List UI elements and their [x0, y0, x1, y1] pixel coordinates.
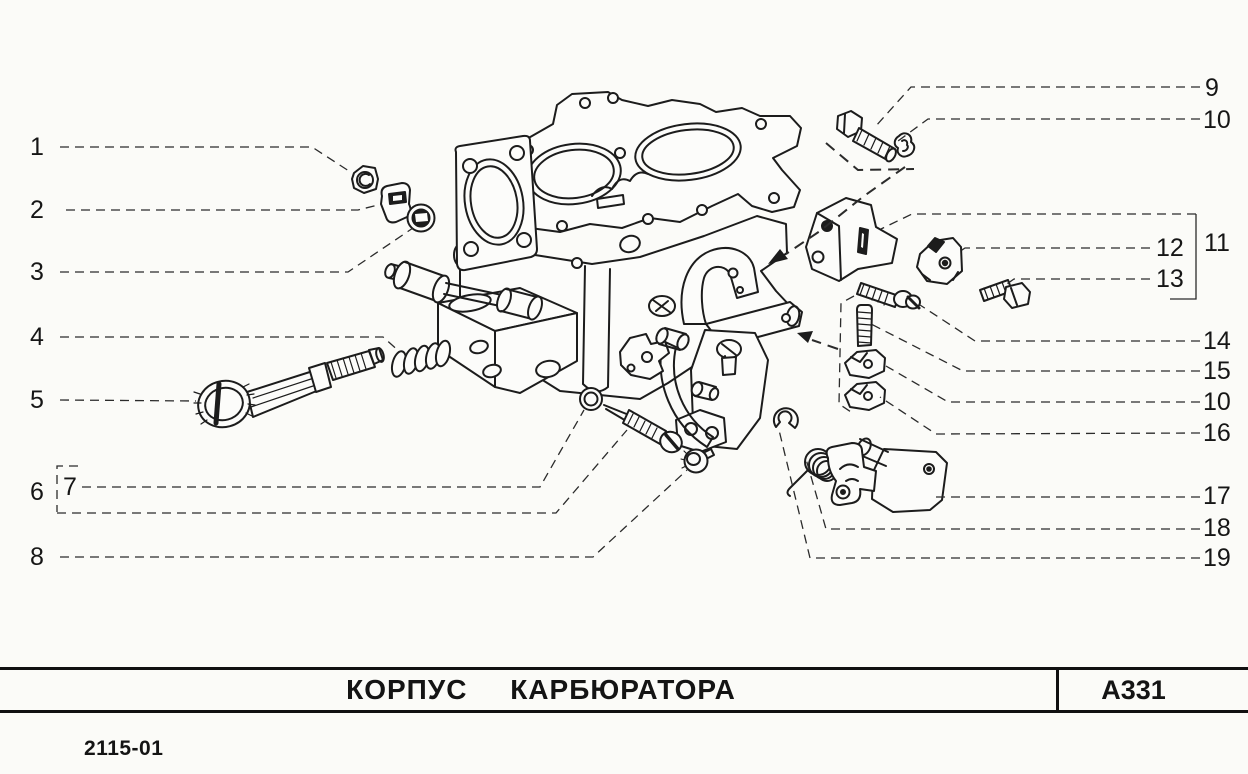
circlip-part-19 — [772, 407, 799, 429]
callout-10-leader — [885, 365, 1200, 403]
callout-13-leader — [1003, 278, 1150, 287]
gasket — [496, 91, 802, 233]
callout-label-8-7: 8 — [30, 543, 44, 571]
needle-screw-part-6 — [603, 404, 683, 454]
callout-6-leader — [57, 429, 628, 514]
callout-label-16-16: 16 — [1203, 419, 1231, 447]
sheet-code: А331 — [1101, 674, 1166, 705]
title-cell: КОРПУС КАРБЮРАТОРА — [0, 670, 1056, 710]
callout-19-leader — [778, 429, 1200, 559]
drawing-title: КОРПУС КАРБЮРАТОРА — [346, 674, 736, 705]
callout-1-leader — [60, 146, 353, 174]
callout-10-leader — [897, 118, 1200, 142]
callout-4-leader — [60, 336, 401, 353]
plug-part-8 — [680, 448, 715, 474]
callout-label-2-1: 2 — [30, 196, 44, 224]
callout-label-15-14: 15 — [1203, 357, 1231, 385]
callout-label-3-2: 3 — [30, 258, 44, 286]
thumb-screw-part-5 — [193, 347, 385, 429]
title-block: КОРПУС КАРБЮРАТОРА А331 — [0, 667, 1248, 713]
stud-part-15 — [856, 304, 873, 347]
code-cell: А331 — [1056, 670, 1248, 710]
callout-7-leader — [82, 409, 585, 488]
callout-label-10-9: 10 — [1203, 106, 1231, 134]
callout-label-11-10: 11 — [1204, 229, 1230, 257]
lever-assembly-part-17 — [825, 437, 948, 513]
callout-label-6-5: 6 — [30, 478, 44, 506]
callout-14-leader — [919, 304, 1200, 342]
callout-label-1-0: 1 — [30, 133, 44, 161]
clamp-part-16 — [844, 381, 886, 411]
throttle-shaft — [384, 260, 543, 321]
callout-label-18-18: 18 — [1203, 514, 1231, 542]
assembly-arrow-mid-head — [797, 331, 813, 343]
callout-label-7-6: 7 — [63, 473, 77, 501]
callout-12-leader — [958, 247, 1150, 253]
callout-label-13-12: 13 — [1156, 265, 1184, 293]
callout-label-10-15: 10 — [1203, 388, 1231, 416]
bracket-items-6-7 — [56, 465, 78, 512]
bracket-items-11-13 — [1170, 214, 1197, 300]
body-flange — [454, 134, 538, 272]
bolt-part-9 — [836, 110, 897, 163]
callout-label-9-8: 9 — [1205, 74, 1219, 102]
assembly-arrow-mid-tail — [811, 339, 839, 350]
assembly-path-loop-tail — [825, 142, 915, 172]
callout-3-leader — [60, 227, 414, 273]
callout-8-leader — [60, 469, 688, 558]
clamp-part-10b — [844, 349, 886, 379]
callout-label-5-4: 5 — [30, 386, 44, 414]
screw-part-14 — [856, 282, 921, 310]
callout-label-12-11: 12 — [1156, 234, 1184, 262]
callout-label-17-17: 17 — [1203, 482, 1231, 510]
lever-part-2 — [380, 182, 412, 224]
callout-18-leader — [805, 458, 1200, 530]
clamp-part-12 — [916, 237, 963, 285]
callout-16-leader — [879, 396, 1201, 435]
callout-2-leader — [66, 204, 379, 211]
callout-label-19-19: 19 — [1203, 544, 1231, 572]
assembly-arrow-top-head — [768, 249, 788, 264]
nut-part-1 — [351, 165, 379, 194]
model-code: 2115-01 — [84, 737, 164, 760]
bolt-part-13 — [979, 279, 1031, 309]
callout-11-leader — [880, 213, 1196, 230]
callout-9-leader — [874, 86, 1200, 128]
spring-part-4 — [390, 339, 452, 378]
bracket-items-14-16 — [838, 295, 855, 413]
callout-5-leader — [59, 399, 197, 402]
callout-label-4-3: 4 — [30, 323, 44, 351]
o-ring-part-7 — [579, 387, 603, 411]
callout-label-14-13: 14 — [1203, 327, 1231, 355]
bracket-part-11 — [805, 197, 898, 282]
washer-part-3 — [406, 203, 436, 233]
callout-15-leader — [870, 323, 1200, 372]
assembly-arrow-top-tail — [785, 166, 906, 255]
